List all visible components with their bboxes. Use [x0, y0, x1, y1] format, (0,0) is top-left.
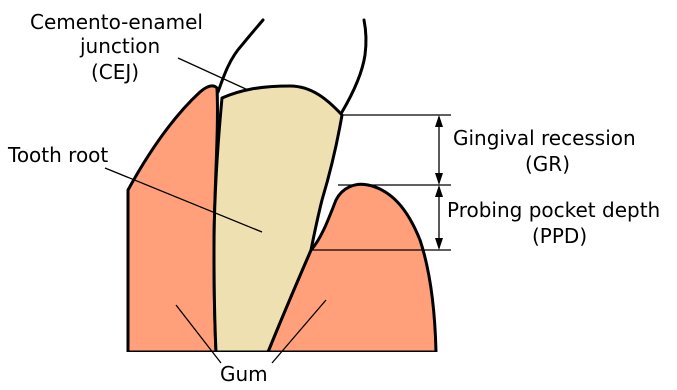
- gum-left-region: [128, 86, 217, 352]
- probing-pocket-depth-abbrev: (PPD): [532, 224, 587, 248]
- base-edge: [126, 352, 440, 360]
- probing-pocket-depth-label: Probing pocket depth: [447, 198, 660, 222]
- gum-label: Gum: [220, 362, 268, 386]
- ppd-arrow-head-top: [435, 185, 443, 197]
- cej-label-line3: (CEJ): [91, 60, 139, 84]
- tooth-root-label: Tooth root: [8, 143, 108, 167]
- gingival-recession-abbrev: (GR): [525, 152, 570, 176]
- cej-label-line1: Cemento-enamel: [30, 10, 203, 34]
- crown-outline-right: [342, 20, 366, 112]
- gr-arrow-head-top: [435, 115, 443, 127]
- ppd-arrow-head-bottom: [435, 238, 443, 250]
- gr-arrow-head-bottom: [435, 173, 443, 185]
- crown-outline-left: [218, 20, 263, 92]
- cej-label-line2: junction: [80, 34, 160, 58]
- gingival-recession-label: Gingival recession: [453, 126, 636, 150]
